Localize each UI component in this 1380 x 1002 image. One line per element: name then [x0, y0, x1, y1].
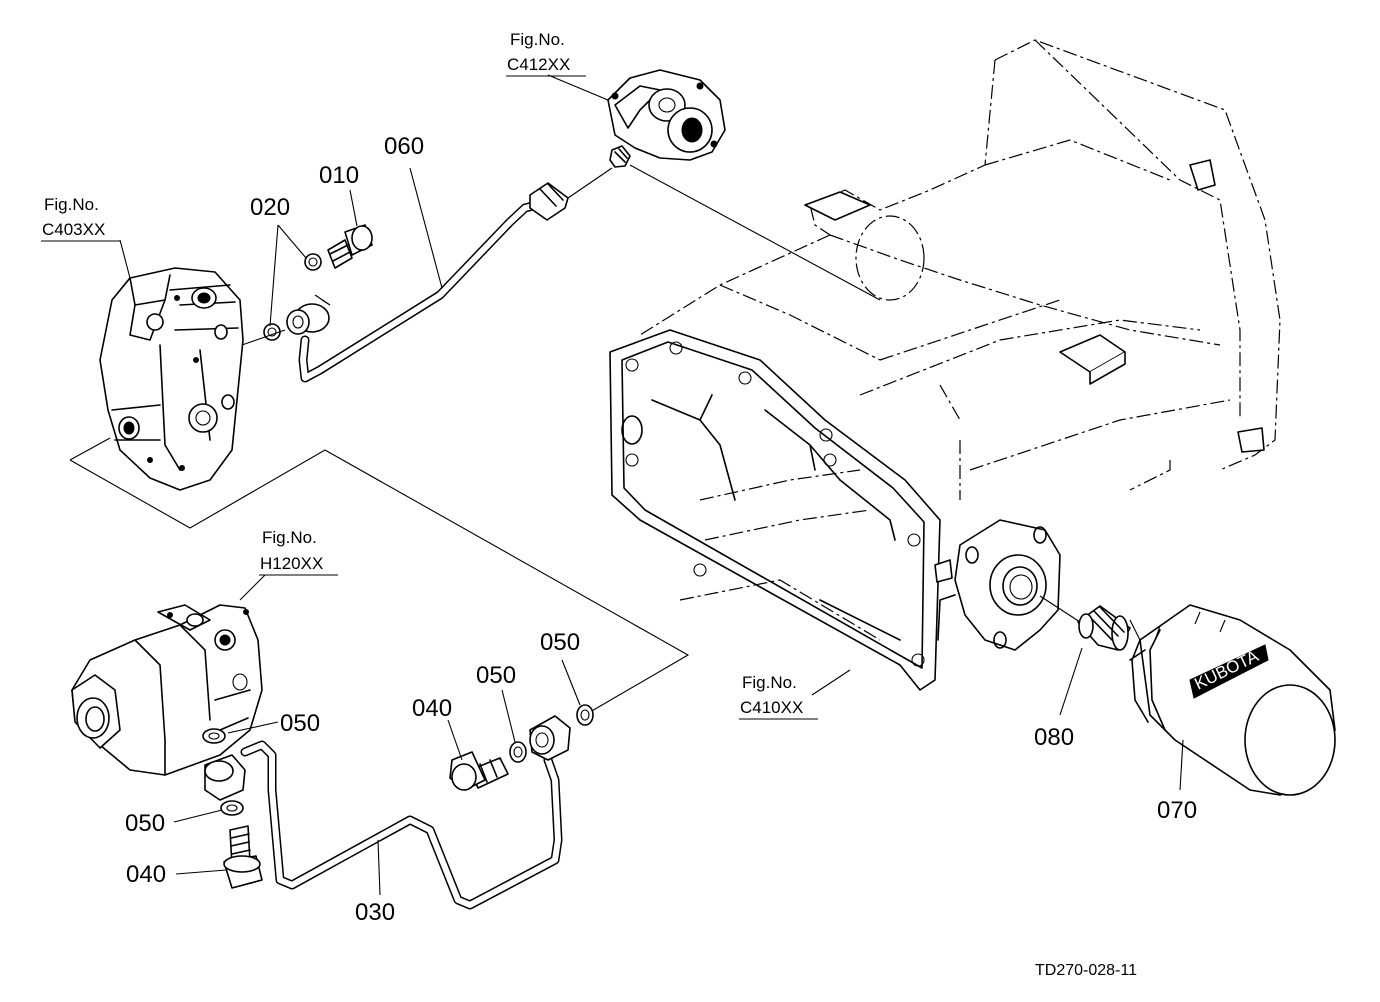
- part-label-070: 070: [1157, 797, 1197, 824]
- part-label-050-d: 050: [540, 629, 580, 656]
- part-label-050-c: 050: [476, 662, 516, 689]
- part-label-050-a: 050: [280, 710, 320, 737]
- fig-ref-c403-line1: Fig.No.: [44, 195, 99, 214]
- fig-ref-h120-line2: H120XX: [260, 554, 323, 573]
- banjo-bolt-040-left: [223, 825, 263, 889]
- washer-050-b: [220, 800, 244, 816]
- pump-c412: [607, 69, 726, 168]
- valve-block-c403: [69, 267, 690, 713]
- oil-filter-070: KUBOTA: [1129, 604, 1336, 796]
- fig-ref-c412-line2: C412XX: [507, 55, 570, 74]
- banjo-bolt-040-right: [449, 751, 509, 791]
- drawing-code: TD270-028-11: [1035, 962, 1137, 979]
- fig-ref-c410-line1: Fig.No.: [742, 673, 797, 692]
- washer-050-a: [202, 728, 226, 744]
- fitting-080: [1077, 605, 1131, 651]
- part-label-050-b: 050: [125, 810, 165, 837]
- part-label-040-a: 040: [126, 861, 166, 888]
- part-label-080: 080: [1034, 724, 1074, 751]
- fig-ref-c412: Fig.No. C412XX: [506, 30, 586, 77]
- fig-ref-h120: Fig.No. H120XX: [259, 528, 338, 576]
- part-label-060: 060: [384, 133, 424, 160]
- part-label-040-b: 040: [412, 695, 452, 722]
- fig-ref-c403: Fig.No. C403XX: [41, 195, 120, 242]
- fig-ref-c410: Fig.No. C410XX: [739, 673, 818, 720]
- leader-lines: [119, 74, 1184, 896]
- fig-ref-h120-line1: Fig.No.: [262, 528, 317, 547]
- washer-050-d: [576, 704, 594, 726]
- pipe-030: [204, 715, 571, 910]
- fig-ref-c410-line2: C410XX: [740, 698, 803, 717]
- part-label-030: 030: [355, 899, 395, 926]
- pipe-060: [286, 182, 569, 383]
- washer-020-top: [304, 253, 322, 271]
- part-label-020: 020: [250, 194, 290, 221]
- pump-h120: [71, 604, 263, 776]
- banjo-bolt-010: [327, 224, 373, 269]
- fig-ref-c403-line2: C403XX: [42, 220, 105, 239]
- fig-ref-c412-line1: Fig.No.: [510, 30, 565, 49]
- washer-050-c: [509, 741, 527, 763]
- transmission-case: [609, 39, 1281, 691]
- part-label-010: 010: [319, 162, 359, 189]
